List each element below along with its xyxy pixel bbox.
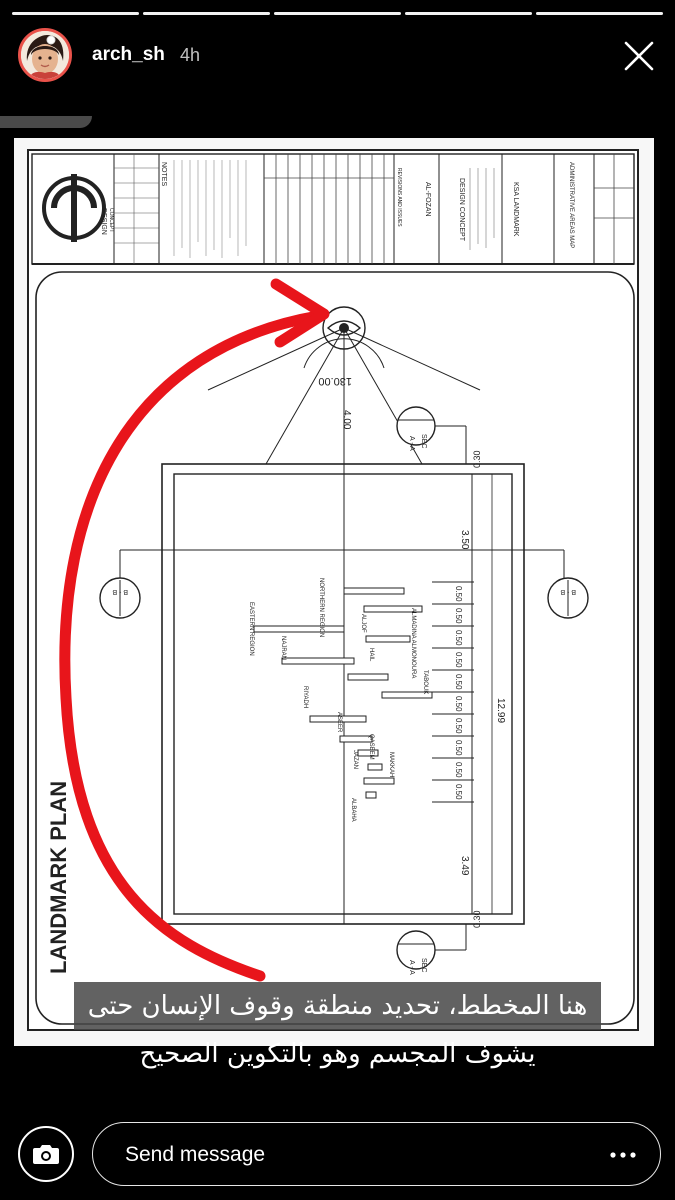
dim-050: 0.50	[454, 674, 463, 690]
progress-segment	[536, 12, 663, 15]
message-field[interactable]	[92, 1122, 661, 1187]
notes-label: NOTES	[160, 162, 167, 186]
section-b-left: B - B	[112, 588, 128, 595]
story-progress	[12, 12, 663, 15]
plan-title: LANDMARK PLAN	[46, 781, 71, 974]
region-label: MAKKAH	[388, 752, 394, 777]
send-message-input[interactable]	[123, 1123, 547, 1187]
region-label: ALBAHA	[350, 798, 356, 822]
region-label: TABOUK	[422, 670, 428, 694]
dim-050: 0.50	[454, 696, 463, 712]
dim-050: 0.50	[454, 740, 463, 756]
logo-subtext: CONCEPT	[108, 208, 114, 232]
progress-segment	[143, 12, 270, 15]
dim-050: 0.50	[454, 652, 463, 668]
architectural-plan-drawing: DESIGN CONCEPT NOTES REVISIONS AND ISSUE…	[14, 138, 654, 1046]
post-time: 4h	[180, 45, 201, 65]
dim-050: 0.50	[454, 762, 463, 778]
section-a-bottom: A - A	[408, 960, 415, 975]
section-a-label: A - A	[408, 436, 415, 451]
story-caption: هنا المخطط، تحديد منطقة وقوف الإنسان حتى…	[0, 982, 675, 1078]
faded-overlay-strip	[0, 116, 92, 128]
region-label: JAZAN	[352, 750, 358, 769]
dim-050: 0.50	[454, 608, 463, 624]
avatar-image	[21, 31, 69, 79]
more-options-button[interactable]	[608, 1145, 638, 1165]
section-b-right: B - B	[560, 588, 576, 595]
close-button[interactable]	[621, 38, 657, 74]
story-photo: DESIGN CONCEPT NOTES REVISIONS AND ISSUE…	[14, 138, 654, 1046]
progress-segment	[405, 12, 532, 15]
reply-bar	[0, 1118, 675, 1194]
dim-050: 0.50	[454, 718, 463, 734]
caption-line-2: يشوف المجسم وهو بالتكوين الصحيح	[139, 1039, 536, 1069]
region-label: ALMADINA ALMONOURA	[410, 608, 416, 678]
dim-030-top: 0.30	[472, 450, 482, 468]
region-label: NAJRAN	[280, 636, 286, 660]
avatar[interactable]	[18, 28, 72, 82]
dim-350: 3.50	[459, 530, 470, 550]
section-sec-bottom: SEC	[420, 958, 427, 972]
dimension-4: 4.00	[341, 410, 352, 430]
project-name: KSA LANDMARK	[512, 182, 519, 237]
dim-050: 0.50	[454, 586, 463, 602]
dim-050: 0.50	[454, 784, 463, 800]
firm-name: DESIGN CONCEPT	[458, 178, 465, 242]
region-label: RIYADH	[302, 686, 308, 708]
region-label: ASEER	[336, 712, 342, 733]
dim-349: 3.49	[459, 856, 470, 876]
revisions-label: REVISIONS AND ISSUES	[396, 168, 402, 227]
progress-segment	[12, 12, 139, 15]
dim-1299: 12.99	[495, 698, 506, 723]
region-label: ALJOF	[360, 614, 366, 633]
red-annotation-arrow	[59, 310, 324, 982]
username[interactable]: arch_sh	[92, 44, 165, 65]
progress-segment	[274, 12, 401, 15]
dim-050: 0.50	[454, 630, 463, 646]
camera-button[interactable]	[18, 1126, 74, 1182]
story-header: arch_sh 4h	[18, 28, 657, 84]
close-icon	[624, 41, 654, 71]
client-name: AL-FOZAN	[424, 182, 431, 217]
caption-line-1: هنا المخطط، تحديد منطقة وقوف الإنسان حتى	[73, 982, 602, 1030]
dim-030-bottom: 0.30	[472, 910, 482, 928]
logo-text: DESIGN	[100, 208, 107, 235]
drawing-title: ADMINISTRATIVE AREAS MAP	[568, 162, 574, 248]
more-options-icon	[610, 1152, 636, 1158]
region-label: NORTHERN REGION	[318, 578, 324, 637]
red-arrowhead	[270, 278, 330, 348]
region-label: QASEEM	[368, 734, 374, 760]
region-label: HAIL	[368, 648, 374, 662]
section-sec-label: SEC	[420, 434, 427, 448]
dimension-angle: 130.00	[318, 375, 352, 387]
camera-icon	[33, 1145, 59, 1164]
region-label: EASTERN REGION	[248, 602, 254, 656]
